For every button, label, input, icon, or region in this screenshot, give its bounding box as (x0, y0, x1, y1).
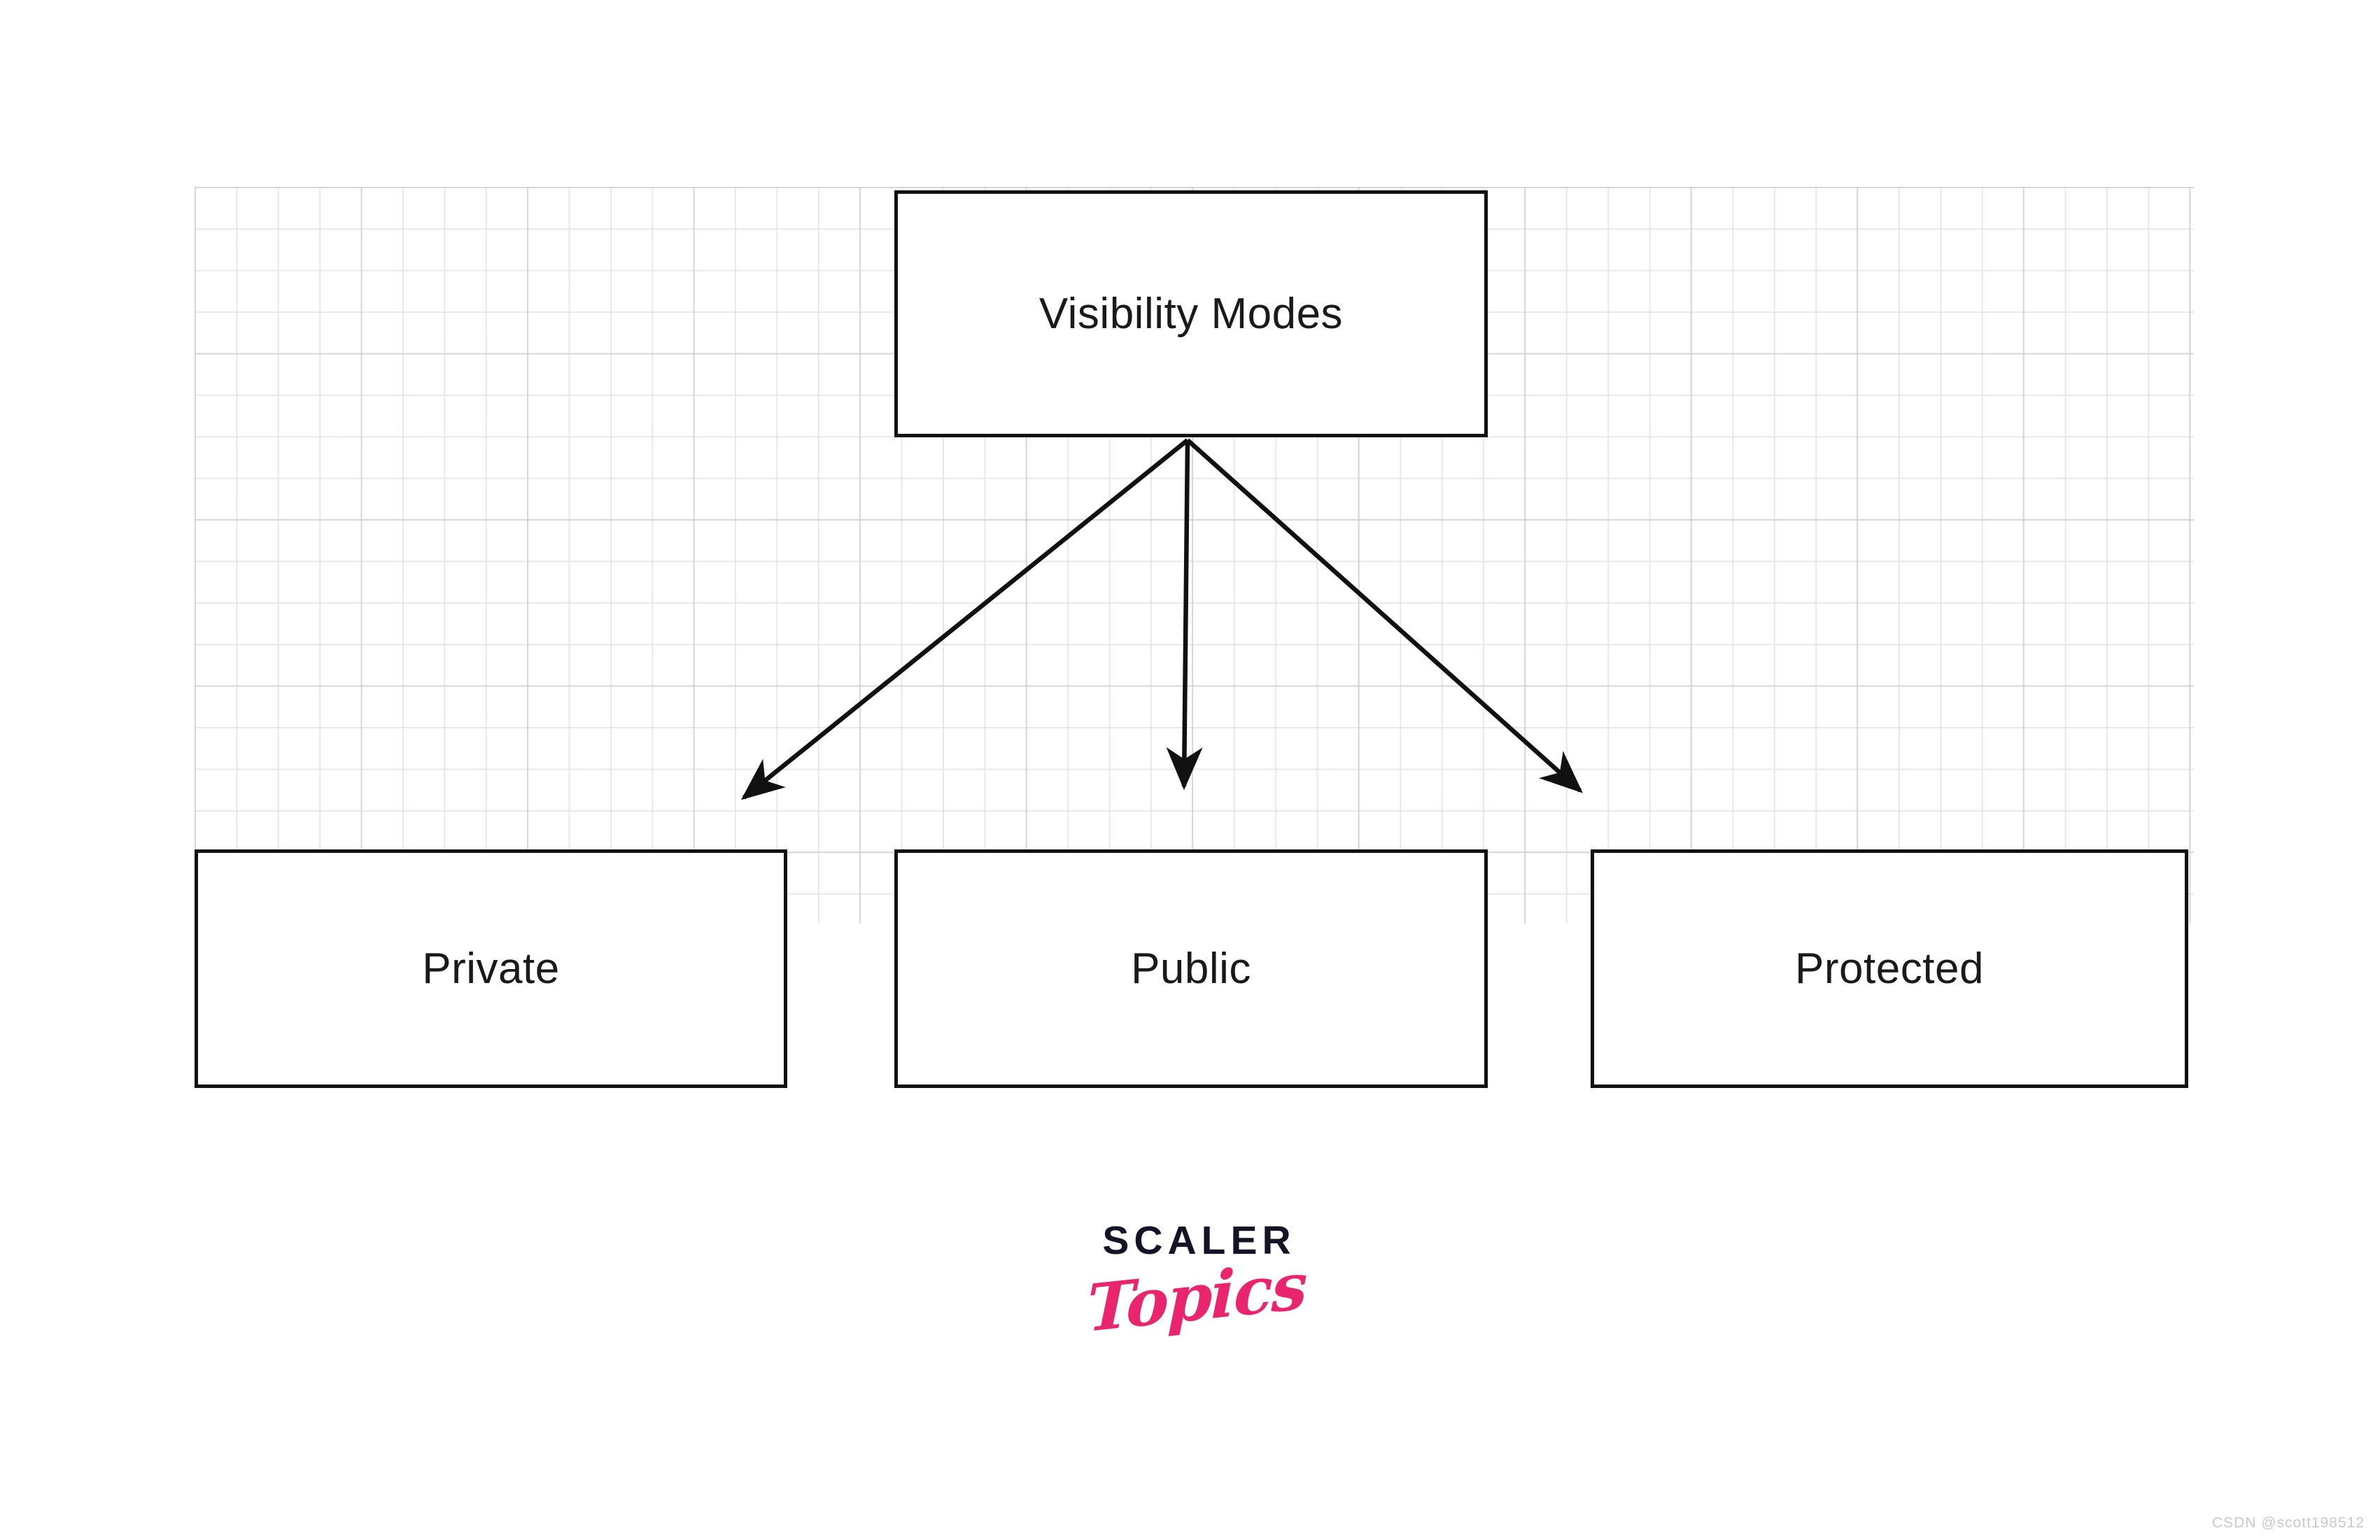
logo-wordmark-topics: Topics (1086, 1248, 1307, 1347)
node-protected[interactable]: Protected (1591, 849, 2188, 1088)
node-label-visibility-modes: Visibility Modes (1038, 290, 1344, 338)
node-visibility-modes[interactable]: Visibility Modes (894, 190, 1488, 437)
scaler-topics-logo: SCALER Topics (1036, 1221, 1358, 1396)
node-label-protected: Protected (1795, 945, 1984, 993)
node-private[interactable]: Private (195, 849, 787, 1088)
node-label-private: Private (422, 945, 560, 993)
node-public[interactable]: Public (894, 849, 1488, 1088)
watermark-text: CSDN @scott198512 (2211, 1515, 2365, 1531)
node-label-public: Public (1131, 945, 1251, 993)
logo-wordmark-scaler: SCALER (1102, 1218, 1296, 1263)
